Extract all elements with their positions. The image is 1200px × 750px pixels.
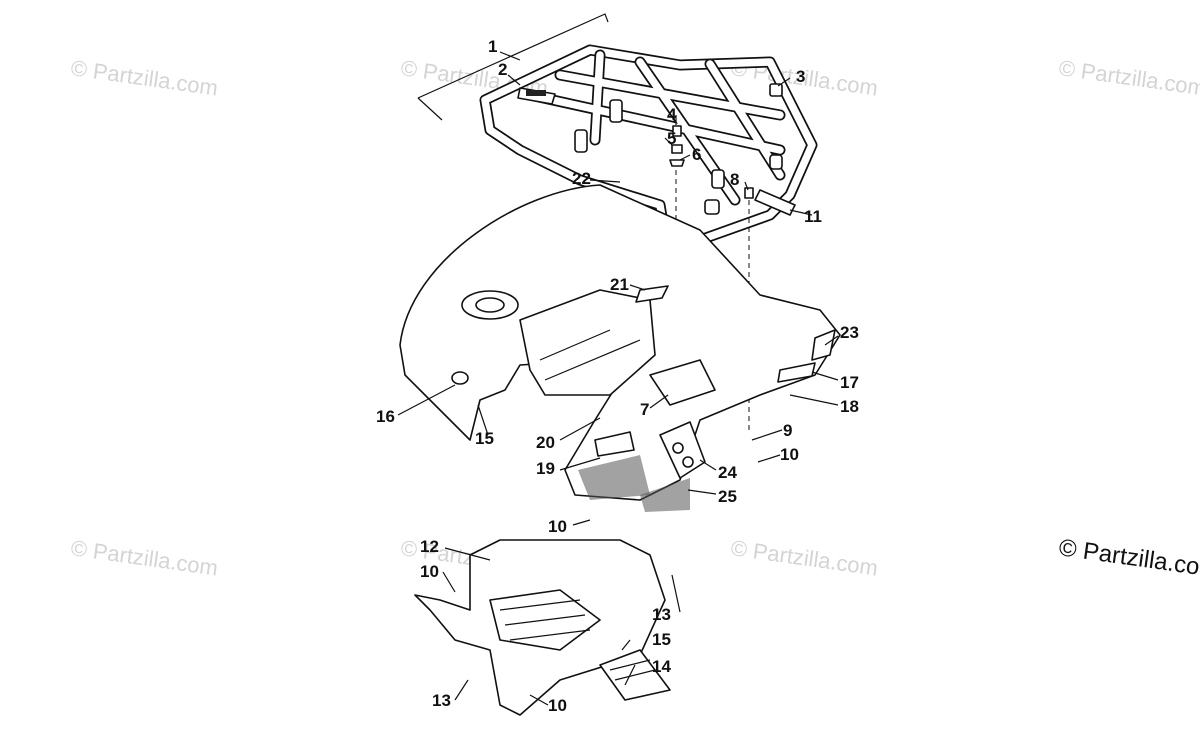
callout-label: 10	[780, 445, 799, 464]
callout-label: 16	[376, 407, 395, 426]
assembly-bracket	[417, 13, 609, 121]
callout-label: 7	[640, 400, 649, 419]
callout-label: 18	[840, 397, 859, 416]
watermark: © Partzilla.com	[729, 535, 879, 580]
callout-label: 19	[536, 459, 555, 478]
callout-label: 13	[652, 605, 671, 624]
watermark-bold: © Partzilla.com	[1057, 534, 1200, 583]
callout-label: 9	[783, 421, 792, 440]
callout-label: 4	[667, 105, 677, 124]
callout-label: 3	[796, 67, 805, 86]
callout-label: 20	[536, 433, 555, 452]
callout-label: 15	[652, 630, 671, 649]
callout-label: 2	[498, 60, 507, 79]
callout-label: 17	[840, 373, 859, 392]
watermark: © Partzilla.com	[69, 55, 219, 100]
callout-label: 6	[692, 145, 701, 164]
callout-label: 15	[475, 429, 494, 448]
watermark: © Partzilla.com	[1057, 55, 1200, 100]
callout-label: 21	[610, 275, 629, 294]
callout-label: 25	[718, 487, 737, 506]
callout-label: 11	[804, 207, 822, 226]
watermark: © Partzilla.com	[69, 535, 219, 580]
callout-label: 10	[548, 517, 567, 536]
leader-lines	[397, 51, 839, 706]
callout-label: 1	[488, 37, 497, 56]
callout-label: 13	[432, 691, 451, 710]
callout-label: 12	[420, 537, 439, 556]
callout-label: 5	[667, 129, 676, 148]
callout-label: 22	[572, 169, 591, 188]
callout-label: 14	[652, 657, 671, 676]
rear-fender	[399, 184, 841, 512]
callout-label: 24	[718, 463, 737, 482]
callout-label: 8	[730, 170, 739, 189]
callouts: 1 2 3 4 5 6 22 8 11 21 23 17 7 18 16 15 …	[376, 37, 859, 715]
callout-label: 23	[840, 323, 859, 342]
callout-label: 10	[420, 562, 439, 581]
rear-rack	[479, 44, 818, 246]
callout-label: 10	[548, 696, 567, 715]
footwell	[414, 539, 671, 716]
